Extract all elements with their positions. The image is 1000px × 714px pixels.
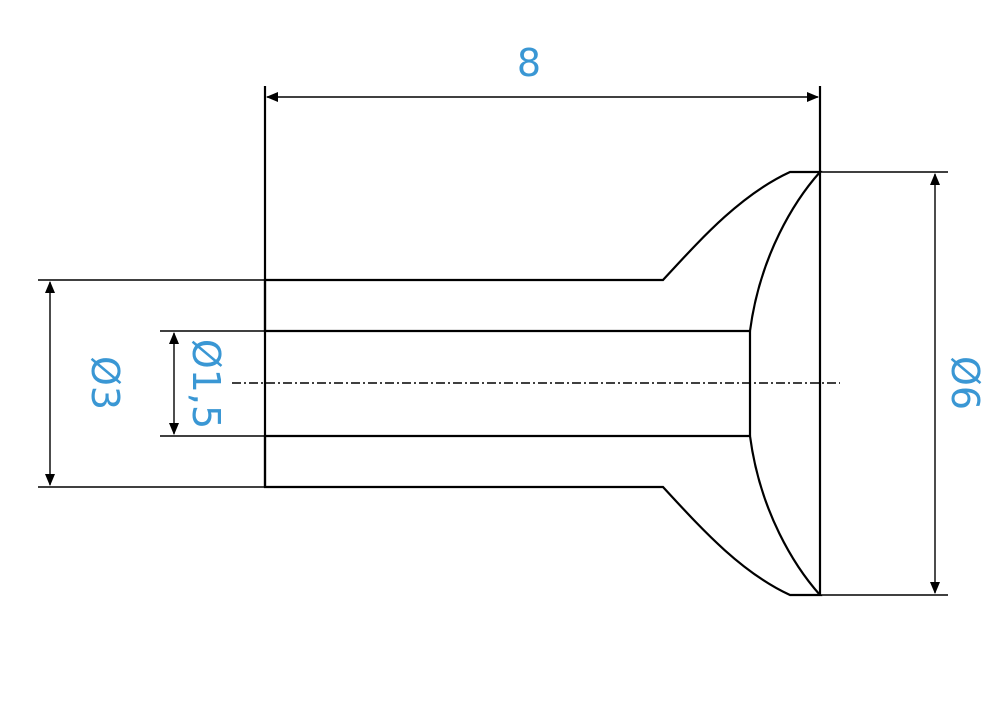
outer-diameter-label: Ø3 — [83, 356, 127, 410]
section-hatch-bottom — [263, 434, 823, 597]
length-dimension-label: 8 — [517, 41, 541, 85]
head-diameter-label: Ø6 — [943, 356, 987, 410]
section-hatch-top — [263, 170, 823, 333]
bore-diameter-label: Ø1,5 — [184, 339, 228, 429]
